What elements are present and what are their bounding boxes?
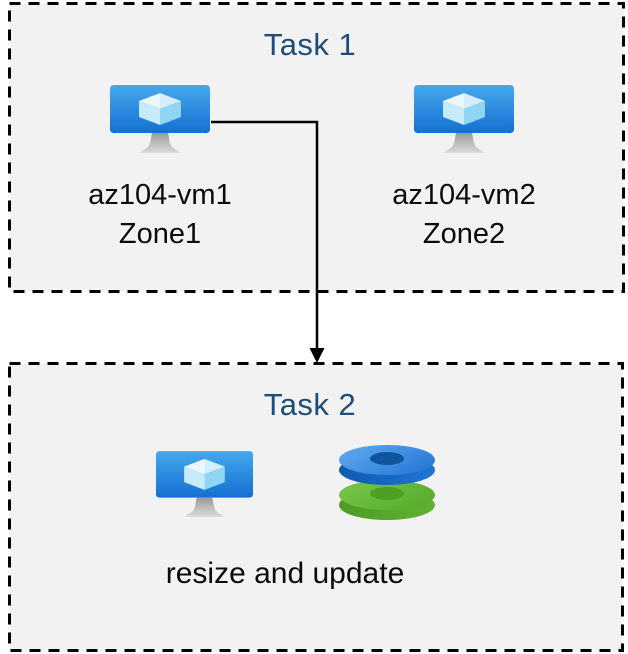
elbow-connector-line	[211, 120, 319, 349]
vm1-zone-label: Zone1	[118, 218, 202, 250]
task2-caption: resize and update	[165, 557, 405, 590]
vm2-zone-label: Zone2	[422, 218, 506, 250]
task2-title: Task 2	[263, 387, 357, 422]
vm2-name-label: az104-vm2	[392, 179, 536, 211]
task2-box	[8, 362, 624, 652]
arrow-down-icon	[309, 348, 325, 363]
vm1-name-label: az104-vm1	[88, 179, 232, 211]
task1-title: Task 1	[263, 27, 357, 62]
